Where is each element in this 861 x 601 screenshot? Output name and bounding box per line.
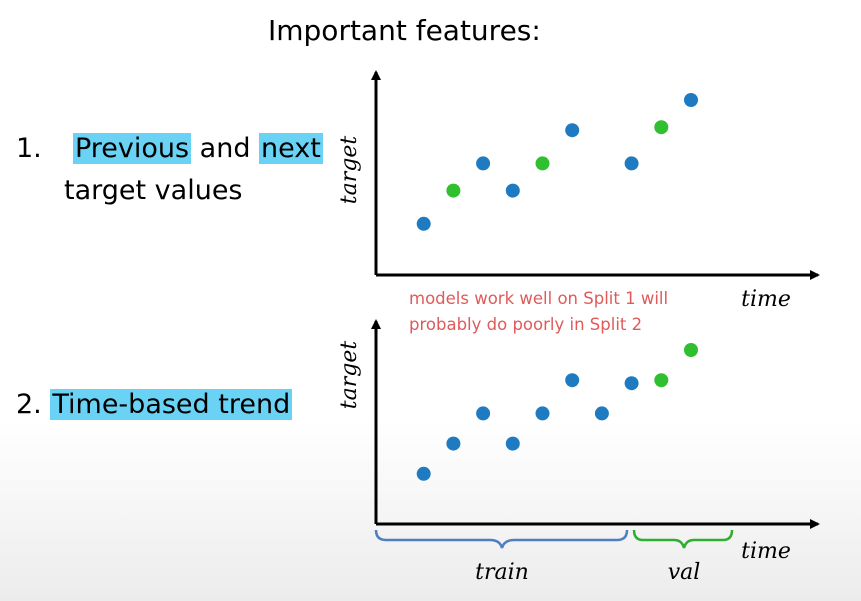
chart-1-y-label: target	[337, 136, 362, 205]
train-label: train	[475, 560, 529, 585]
chart-2-point-blue	[594, 406, 609, 421]
item-2-highlight-trend: Time-based trend	[50, 389, 293, 420]
chart-2-point-blue	[624, 376, 639, 391]
chart-1-point-blue	[505, 183, 520, 198]
split-note: models work well on Split 1 will probabl…	[409, 286, 668, 338]
chart-2-point-blue	[446, 436, 461, 451]
item-1-number: 1.	[16, 133, 42, 164]
split-note-line-1: models work well on Split 1 will	[409, 289, 669, 308]
chart-1-point-green	[535, 156, 550, 171]
chart-2-point-blue	[535, 406, 550, 421]
split-note-line-2: probably do poorly in Split 2	[409, 315, 643, 334]
slide-title: Important features:	[268, 14, 541, 47]
train-brace	[374, 529, 629, 549]
item-2-number: 2.	[16, 389, 42, 420]
item-2: 2. Time-based trend	[16, 386, 293, 424]
chart-1-point-green	[654, 120, 669, 135]
chart-2-point-blue	[505, 436, 520, 451]
chart-2-point-green	[654, 373, 669, 388]
item-1: 1. Previous and next	[16, 130, 323, 168]
item-1-and: and	[199, 133, 251, 164]
chart-2-point-blue	[416, 466, 431, 481]
chart-1-x-label: time	[741, 287, 791, 312]
chart-1-point-blue	[416, 216, 431, 231]
chart-1-points	[416, 93, 698, 231]
chart-2-y-label: target	[337, 341, 362, 410]
chart-1-point-blue	[684, 93, 698, 107]
chart-2-x-label: time	[741, 539, 791, 564]
chart-2-point-blue	[476, 406, 491, 421]
item-1-highlight-previous: Previous	[72, 133, 192, 164]
chart-2-points	[416, 343, 698, 481]
item-1-line-2: target values	[64, 175, 243, 206]
val-brace	[632, 529, 734, 549]
chart-1-point-blue	[565, 123, 580, 138]
chart-2-point-blue	[565, 373, 580, 388]
chart-1-point-green	[446, 183, 461, 198]
val-label: val	[668, 560, 701, 585]
chart-1-point-blue	[624, 156, 639, 171]
item-1-highlight-next: next	[259, 133, 323, 164]
chart-2-point-green	[684, 343, 698, 357]
chart-1-point-blue	[476, 156, 491, 171]
